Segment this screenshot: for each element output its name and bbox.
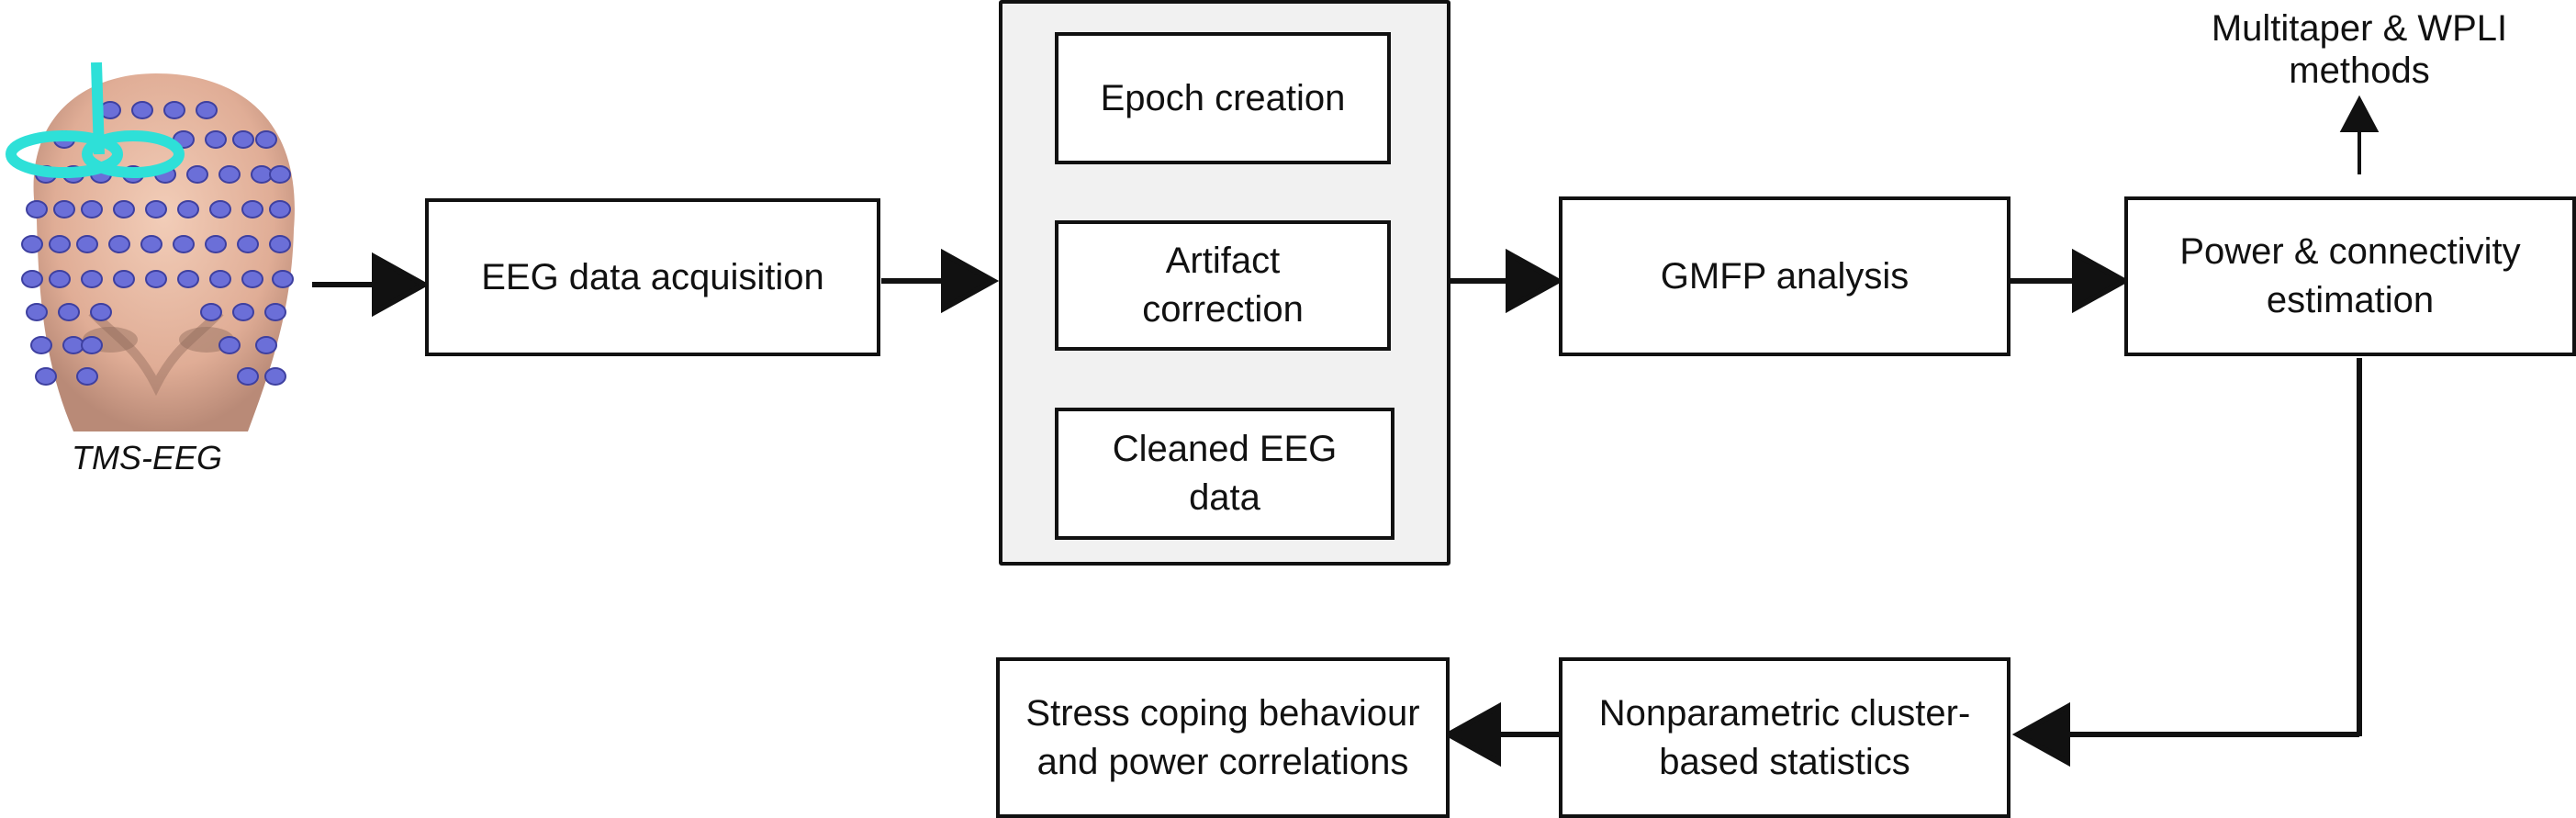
electrode-dot <box>269 165 291 184</box>
electrode-dot <box>163 101 185 119</box>
electrode-dot <box>113 200 135 219</box>
electrode-dot <box>209 270 231 288</box>
electrode-dot <box>58 303 80 321</box>
electrode-dot <box>205 235 227 253</box>
power-connectivity-label: Power & connectivity estimation <box>2179 231 2521 320</box>
electrode-dot <box>237 367 259 386</box>
eeg-acquisition-label: EEG data acquisition <box>481 256 824 297</box>
eeg-acquisition-box: EEG data acquisition <box>425 198 880 356</box>
electrode-dot <box>76 367 98 386</box>
electrode-dot <box>21 235 43 253</box>
electrode-dot <box>76 235 98 253</box>
artifact-correction-box: Artifact correction <box>1055 220 1391 351</box>
nonparametric-label: Nonparametric cluster- based statistics <box>1598 692 1971 782</box>
cleaned-eeg-box: Cleaned EEG data <box>1055 408 1394 540</box>
electrode-dot <box>145 270 167 288</box>
epoch-creation-label: Epoch creation <box>1100 77 1346 118</box>
electrode-dot <box>196 101 218 119</box>
electrode-dot <box>81 270 103 288</box>
methods-label: Multitaper & WPLI methods <box>2211 8 2508 91</box>
epoch-creation-box: Epoch creation <box>1055 32 1391 164</box>
electrode-dot <box>81 200 103 219</box>
electrode-dot <box>35 367 57 386</box>
tms-coil-icon <box>6 62 185 178</box>
electrode-dot <box>186 165 208 184</box>
electrode-dot <box>30 336 52 354</box>
electrode-dot <box>255 130 277 149</box>
electrode-dot <box>269 235 291 253</box>
electrode-dot <box>26 200 48 219</box>
electrode-dot <box>218 336 241 354</box>
electrode-dot <box>108 235 130 253</box>
electrode-dot <box>81 336 103 354</box>
nonparametric-box: Nonparametric cluster- based statistics <box>1559 657 2010 818</box>
electrode-dot <box>200 303 222 321</box>
electrode-dot <box>241 270 263 288</box>
electrode-dot <box>49 270 71 288</box>
electrode-dot <box>140 235 162 253</box>
artifact-correction-label: Artifact correction <box>1142 241 1304 330</box>
stress-coping-box: Stress coping behaviour and power correl… <box>996 657 1450 818</box>
electrode-dot <box>232 303 254 321</box>
electrode-dot <box>264 303 286 321</box>
electrode-dot <box>205 130 227 149</box>
electrode-dot <box>232 130 254 149</box>
power-connectivity-box: Power & connectivity estimation <box>2124 196 2576 356</box>
head-with-electrodes-icon <box>6 62 295 431</box>
electrode-dot <box>264 367 286 386</box>
electrode-dot <box>269 200 291 219</box>
electrode-dot <box>177 200 199 219</box>
cleaned-eeg-label: Cleaned EEG data <box>1112 429 1338 518</box>
electrode-dot <box>21 270 43 288</box>
electrode-dot <box>255 336 277 354</box>
electrode-dot <box>26 303 48 321</box>
gmfp-box: GMFP analysis <box>1559 196 2010 356</box>
electrode-dot <box>218 165 241 184</box>
gmfp-label: GMFP analysis <box>1660 255 1910 297</box>
electrode-dot <box>241 200 263 219</box>
electrode-dot <box>177 270 199 288</box>
electrode-dot <box>49 235 71 253</box>
electrode-dot <box>113 270 135 288</box>
stress-coping-label: Stress coping behaviour and power correl… <box>1025 692 1420 782</box>
electrode-dot <box>90 303 112 321</box>
electrode-dot <box>145 200 167 219</box>
electrode-dot <box>237 235 259 253</box>
electrode-dot <box>272 270 294 288</box>
tms-eeg-caption: TMS-EEG <box>71 439 222 476</box>
electrode-dot <box>209 200 231 219</box>
electrode-dot <box>53 200 75 219</box>
electrode-dot <box>131 101 153 119</box>
electrode-dot <box>173 235 195 253</box>
